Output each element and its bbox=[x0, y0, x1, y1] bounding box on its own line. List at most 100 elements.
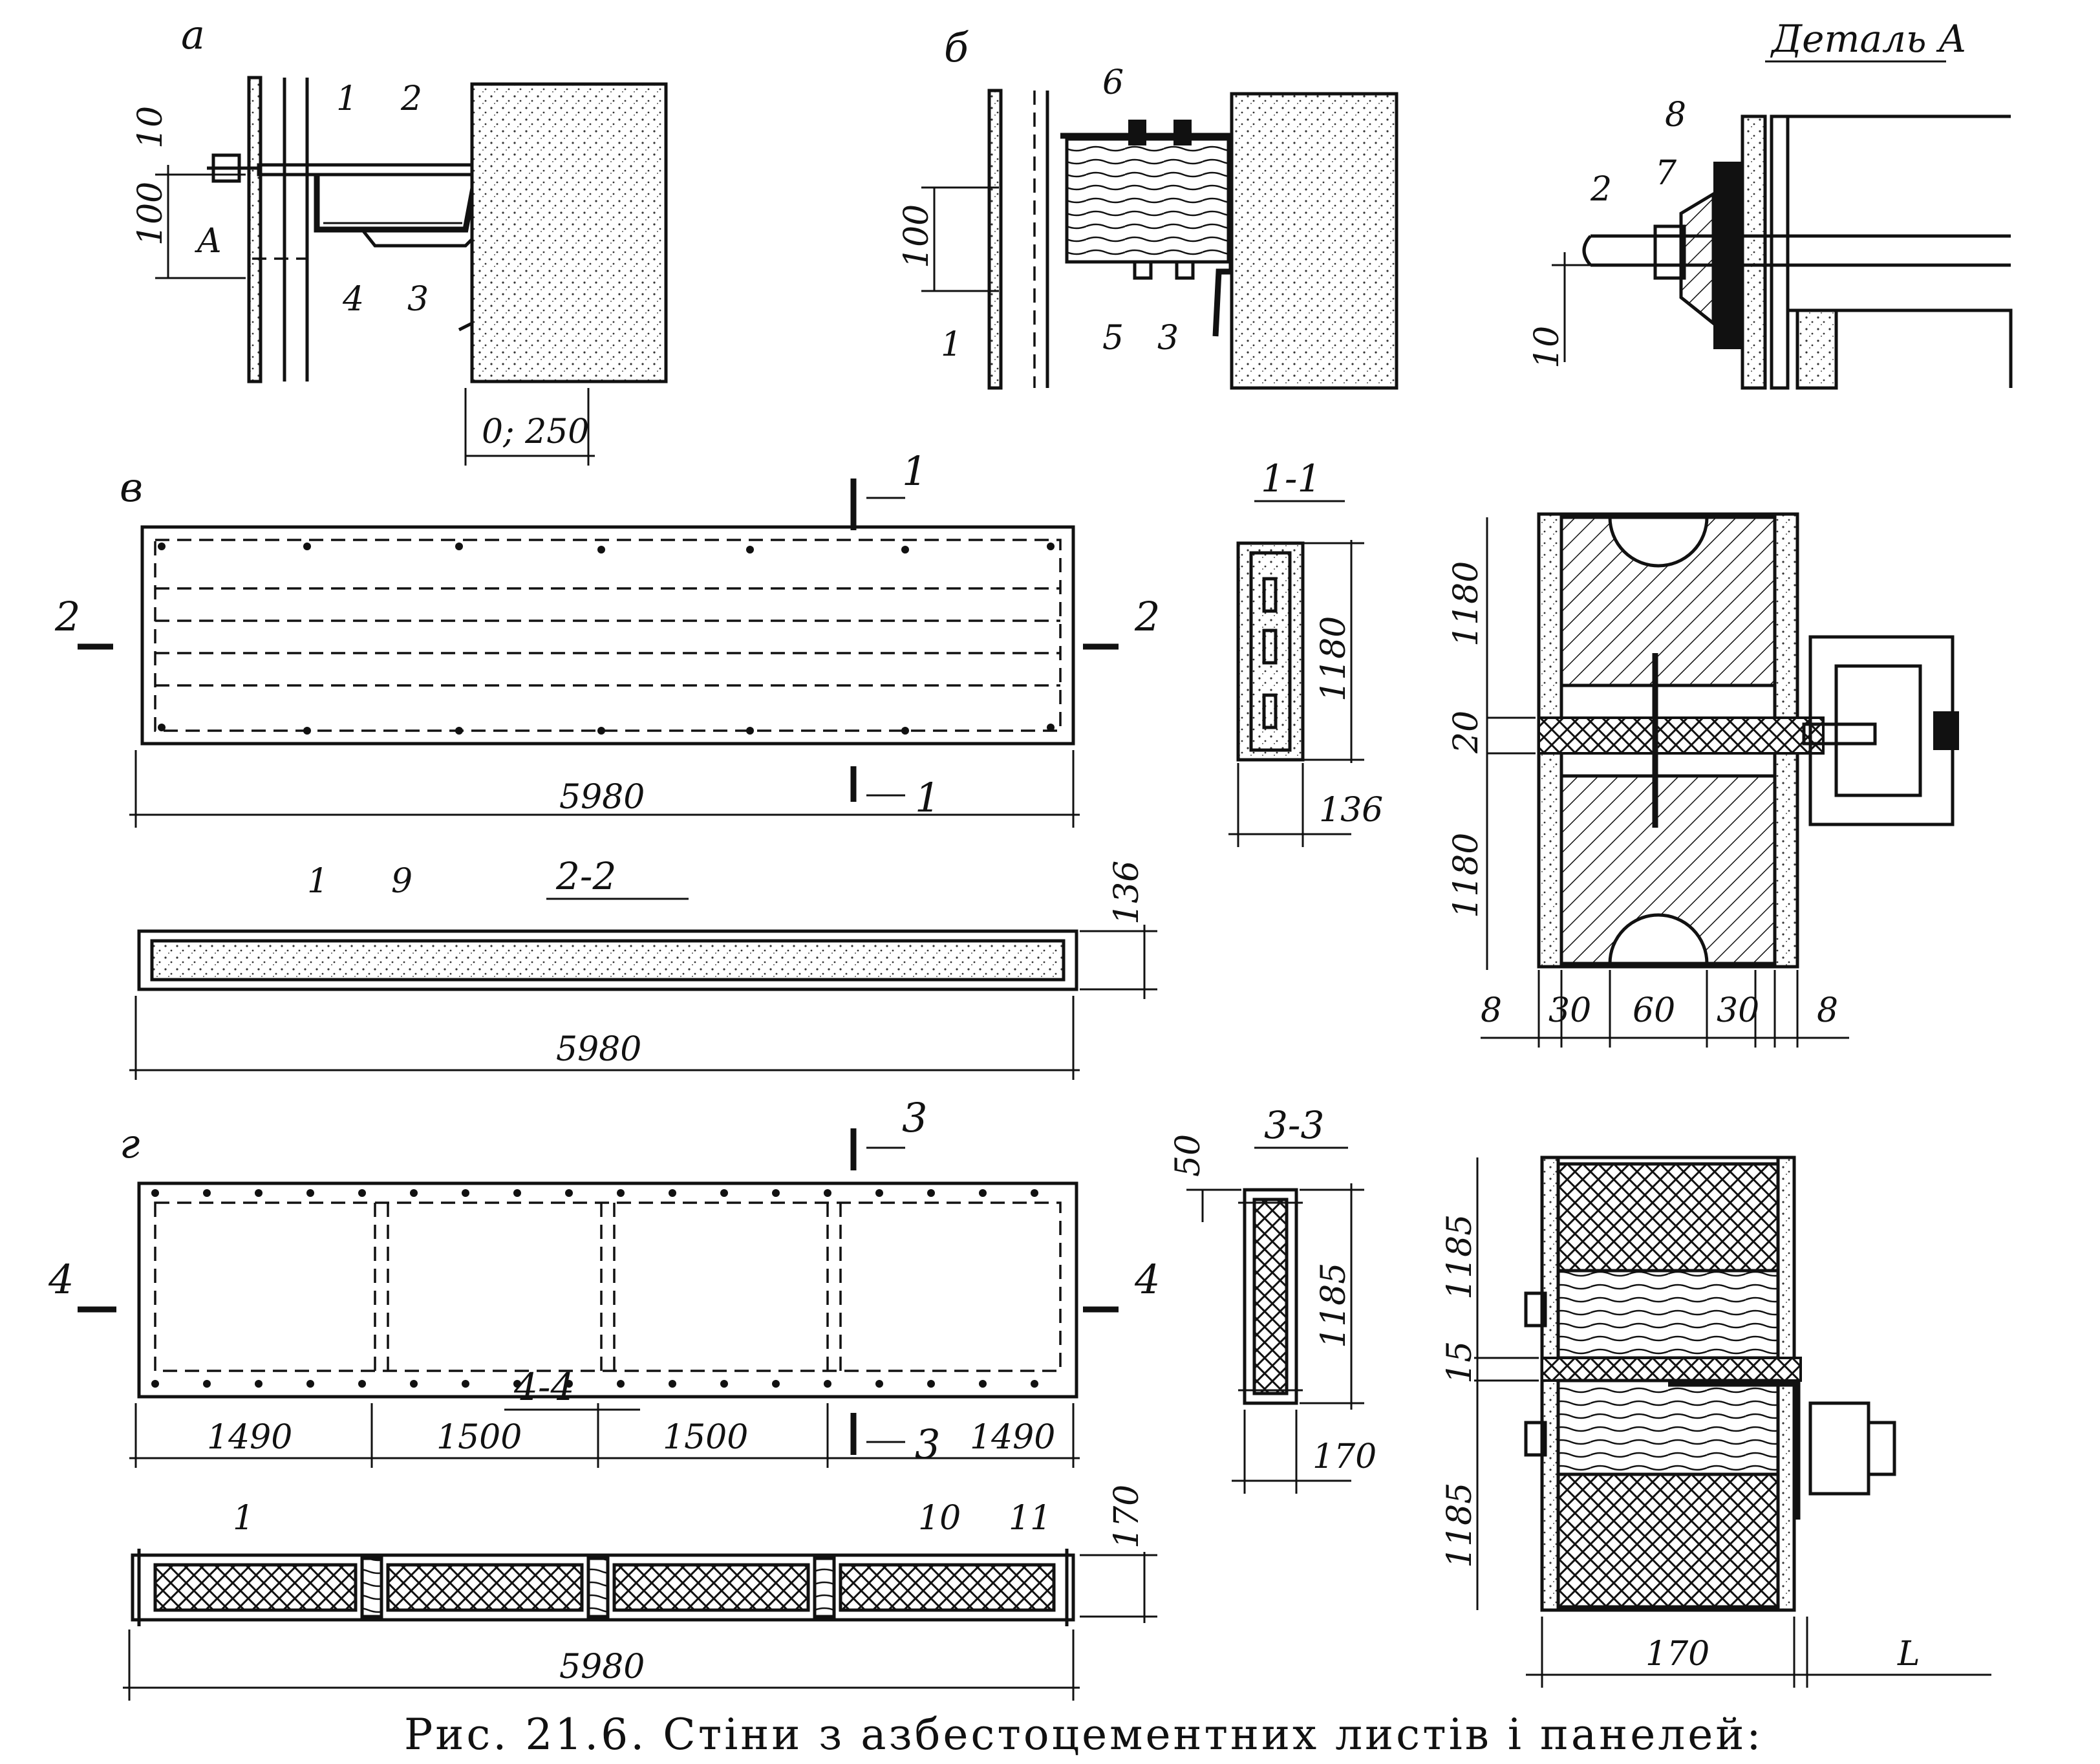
cut-mark-1-top: 1 bbox=[902, 447, 927, 495]
concrete-column bbox=[470, 82, 668, 383]
washer-8 bbox=[1713, 162, 1742, 349]
timber-rail-5 bbox=[1065, 137, 1230, 264]
callout-1: 1 bbox=[233, 1499, 254, 1538]
callout-3: 3 bbox=[1157, 319, 1179, 358]
cut-mark-2-right: 2 bbox=[1134, 593, 1160, 640]
joint-upper: 1180 20 1180 8 30 60 30 8 bbox=[1447, 512, 1959, 1048]
callout-10: 10 bbox=[918, 1499, 961, 1538]
mineral-wool-upper bbox=[1556, 1162, 1780, 1273]
dim-30-left: 30 bbox=[1548, 991, 1591, 1030]
asbestos-sheet bbox=[987, 89, 1003, 390]
timber-edge-upper bbox=[1556, 1269, 1780, 1360]
dim-50: 50 bbox=[1169, 1134, 1208, 1177]
bracket-3 bbox=[323, 228, 473, 248]
callout-11: 11 bbox=[1009, 1499, 1051, 1538]
dim-100: 100 bbox=[897, 204, 936, 268]
callout-1: 1 bbox=[336, 80, 358, 118]
timber-insert-10 bbox=[360, 1556, 383, 1619]
section-2-2: 2-2 1 9 136 5980 bbox=[129, 854, 1157, 1080]
dim-170: 170 bbox=[1312, 1437, 1377, 1476]
callout-9: 9 bbox=[391, 862, 412, 901]
bolt-2 bbox=[1591, 234, 2011, 267]
rail-2 bbox=[257, 163, 474, 177]
callout-1: 1 bbox=[307, 862, 328, 901]
section-4-4-title: 4-4 bbox=[513, 1365, 574, 1409]
section-1-1-title: 1-1 bbox=[1261, 457, 1321, 500]
view-v-label: в bbox=[120, 464, 143, 511]
dim-1180-top: 1180 bbox=[1447, 561, 1486, 647]
figure-caption: Рис. 21.6. Стіни з азбестоцементних лист… bbox=[404, 1710, 1764, 1759]
dim-170: 170 bbox=[1108, 1485, 1146, 1549]
cut-mark-3-top: 3 bbox=[902, 1094, 927, 1141]
cut-mark-4-left: 4 bbox=[48, 1256, 74, 1303]
insulation-9 bbox=[150, 939, 1066, 982]
dim-136: 136 bbox=[1319, 791, 1383, 830]
detail-a-title: Деталь А bbox=[1770, 17, 1967, 61]
gasket-7 bbox=[1679, 191, 1715, 327]
asbestos-sheet bbox=[1741, 114, 1767, 390]
callout-8: 8 bbox=[1665, 96, 1686, 134]
joint-lower: 1185 15 1185 170 L bbox=[1441, 1156, 1991, 1688]
dim-8-right: 8 bbox=[1817, 991, 1838, 1030]
callout-1: 1 bbox=[941, 325, 962, 364]
dim-60: 60 bbox=[1633, 991, 1675, 1030]
sealant-joint bbox=[1538, 716, 1825, 755]
dim-5980: 5980 bbox=[559, 778, 645, 817]
cut-mark-3-bottom: 3 bbox=[915, 1421, 940, 1468]
concrete-column bbox=[1230, 92, 1398, 390]
section-4-4: 4-4 1 10 11 170 5980 bbox=[123, 1365, 1157, 1701]
view-a-label: а bbox=[181, 11, 205, 58]
dim-15: 15 bbox=[1441, 1341, 1479, 1384]
section-3-3: 3-3 50 1185 170 bbox=[1169, 1103, 1377, 1494]
section-1-1: 1-1 1180 136 bbox=[1228, 457, 1383, 847]
section-2-2-title: 2-2 bbox=[555, 854, 616, 898]
dim-1490-left: 1490 bbox=[207, 1418, 292, 1457]
dim-l: L bbox=[1897, 1635, 1920, 1673]
dim-10: 10 bbox=[1528, 326, 1567, 369]
callout-2: 2 bbox=[1590, 170, 1612, 209]
view-g-label: г bbox=[120, 1120, 140, 1167]
view-g: г 3 3 4 4 1490 bbox=[48, 1094, 1160, 1468]
bracket-box bbox=[1808, 1401, 1870, 1496]
callout-5: 5 bbox=[1102, 319, 1124, 358]
dim-0-250: 0; 250 bbox=[482, 413, 589, 451]
dim-1490-right: 1490 bbox=[970, 1418, 1055, 1457]
dim-1180-bottom: 1180 bbox=[1447, 833, 1486, 918]
dim-8-left: 8 bbox=[1481, 991, 1502, 1030]
callout-2: 2 bbox=[400, 80, 422, 118]
dim-5980: 5980 bbox=[559, 1648, 645, 1686]
dim-100: 100 bbox=[131, 182, 170, 246]
panel-outline bbox=[137, 1181, 1078, 1399]
view-b: б 6 1 5 3 100 bbox=[897, 24, 1398, 390]
view-v: в 1 1 2 2 5980 bbox=[54, 447, 1160, 828]
cut-mark-4-right: 4 bbox=[1134, 1256, 1160, 1303]
panel-outline bbox=[140, 525, 1075, 746]
detail-ref-a: A bbox=[195, 222, 222, 261]
nut bbox=[1653, 224, 1686, 280]
detail-a: Деталь А 8 7 2 10 bbox=[1528, 17, 2013, 390]
timber-edge-lower bbox=[1556, 1379, 1780, 1476]
cut-mark-1-bottom: 1 bbox=[915, 774, 940, 821]
dim-1500-b: 1500 bbox=[663, 1418, 748, 1457]
dim-10: 10 bbox=[131, 106, 170, 149]
section-3-3-title: 3-3 bbox=[1264, 1103, 1324, 1147]
dim-170: 170 bbox=[1645, 1635, 1709, 1673]
view-a: а 1 2 3 4 A 10 100 0; 250 bbox=[131, 11, 668, 466]
sealant-joint bbox=[1541, 1357, 1802, 1382]
callout-6: 6 bbox=[1102, 63, 1124, 102]
mineral-wool-lower bbox=[1556, 1472, 1780, 1609]
dim-20: 20 bbox=[1447, 711, 1486, 754]
dim-1500-a: 1500 bbox=[436, 1418, 522, 1457]
dim-136: 136 bbox=[1108, 861, 1146, 925]
dim-1185-bottom: 1185 bbox=[1441, 1483, 1479, 1568]
asbestos-sheet bbox=[247, 76, 262, 383]
cut-mark-2-left: 2 bbox=[54, 593, 80, 640]
dim-1185-top: 1185 bbox=[1441, 1214, 1479, 1300]
callout-4: 4 bbox=[342, 280, 364, 319]
rail-4 bbox=[314, 175, 478, 233]
callout-3: 3 bbox=[407, 280, 429, 319]
dim-1180: 1180 bbox=[1314, 616, 1353, 702]
view-b-label: б bbox=[944, 24, 969, 71]
mineral-wool-11 bbox=[153, 1563, 358, 1612]
